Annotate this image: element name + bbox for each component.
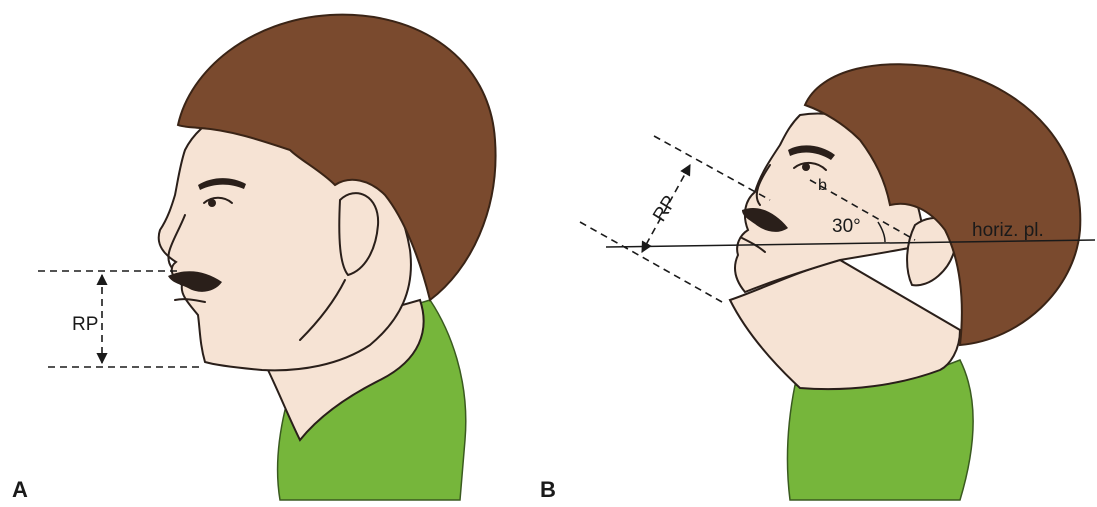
panel-label-a: A [12, 477, 28, 502]
horizontal-plane-label: horiz. pl. [972, 220, 1044, 241]
pupil-a [208, 199, 216, 207]
rp-bottom-line-b [580, 222, 722, 302]
point-b-label: b [818, 177, 827, 194]
rp-label-b: RP [649, 192, 681, 226]
head-profile-a [159, 15, 496, 500]
angle-label: 30° [832, 216, 861, 237]
head-tilted-b [730, 64, 1080, 500]
rp-top-line-b [654, 136, 770, 200]
panel-label-b: B [540, 477, 556, 502]
panel-b: RP horiz. pl. b 30° B [540, 64, 1095, 502]
pupil-b [802, 163, 810, 171]
panel-a: RP A [12, 15, 496, 502]
rp-label-a: RP [72, 314, 98, 335]
